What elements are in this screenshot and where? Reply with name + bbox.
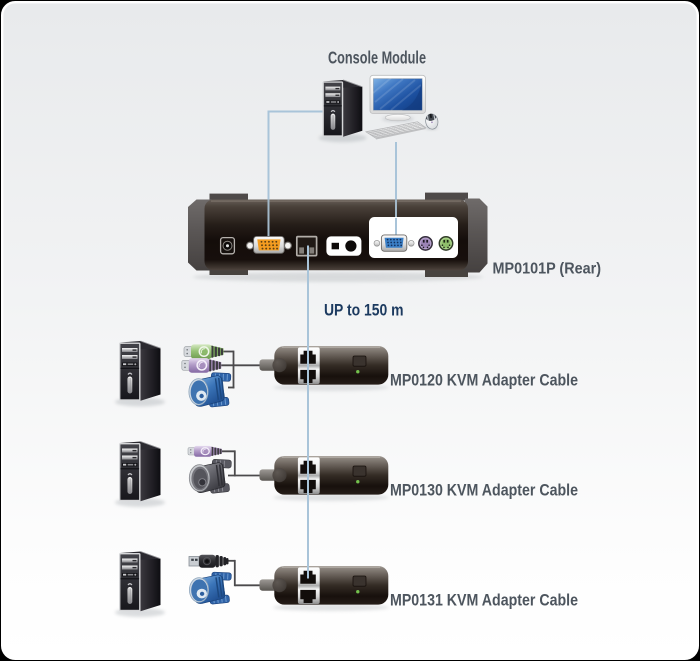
svg-text:MP0101P (Rear): MP0101P (Rear) xyxy=(493,261,602,278)
svg-text:MP0120 KVM Adapter Cable: MP0120 KVM Adapter Cable xyxy=(390,371,578,389)
svg-text:Console Module: Console Module xyxy=(328,48,426,68)
svg-text:MP0130 KVM Adapter Cable: MP0130 KVM Adapter Cable xyxy=(390,481,578,499)
svg-text:UP to 150 m: UP to 150 m xyxy=(324,302,404,320)
svg-text:MP0131 KVM Adapter Cable: MP0131 KVM Adapter Cable xyxy=(390,591,578,609)
